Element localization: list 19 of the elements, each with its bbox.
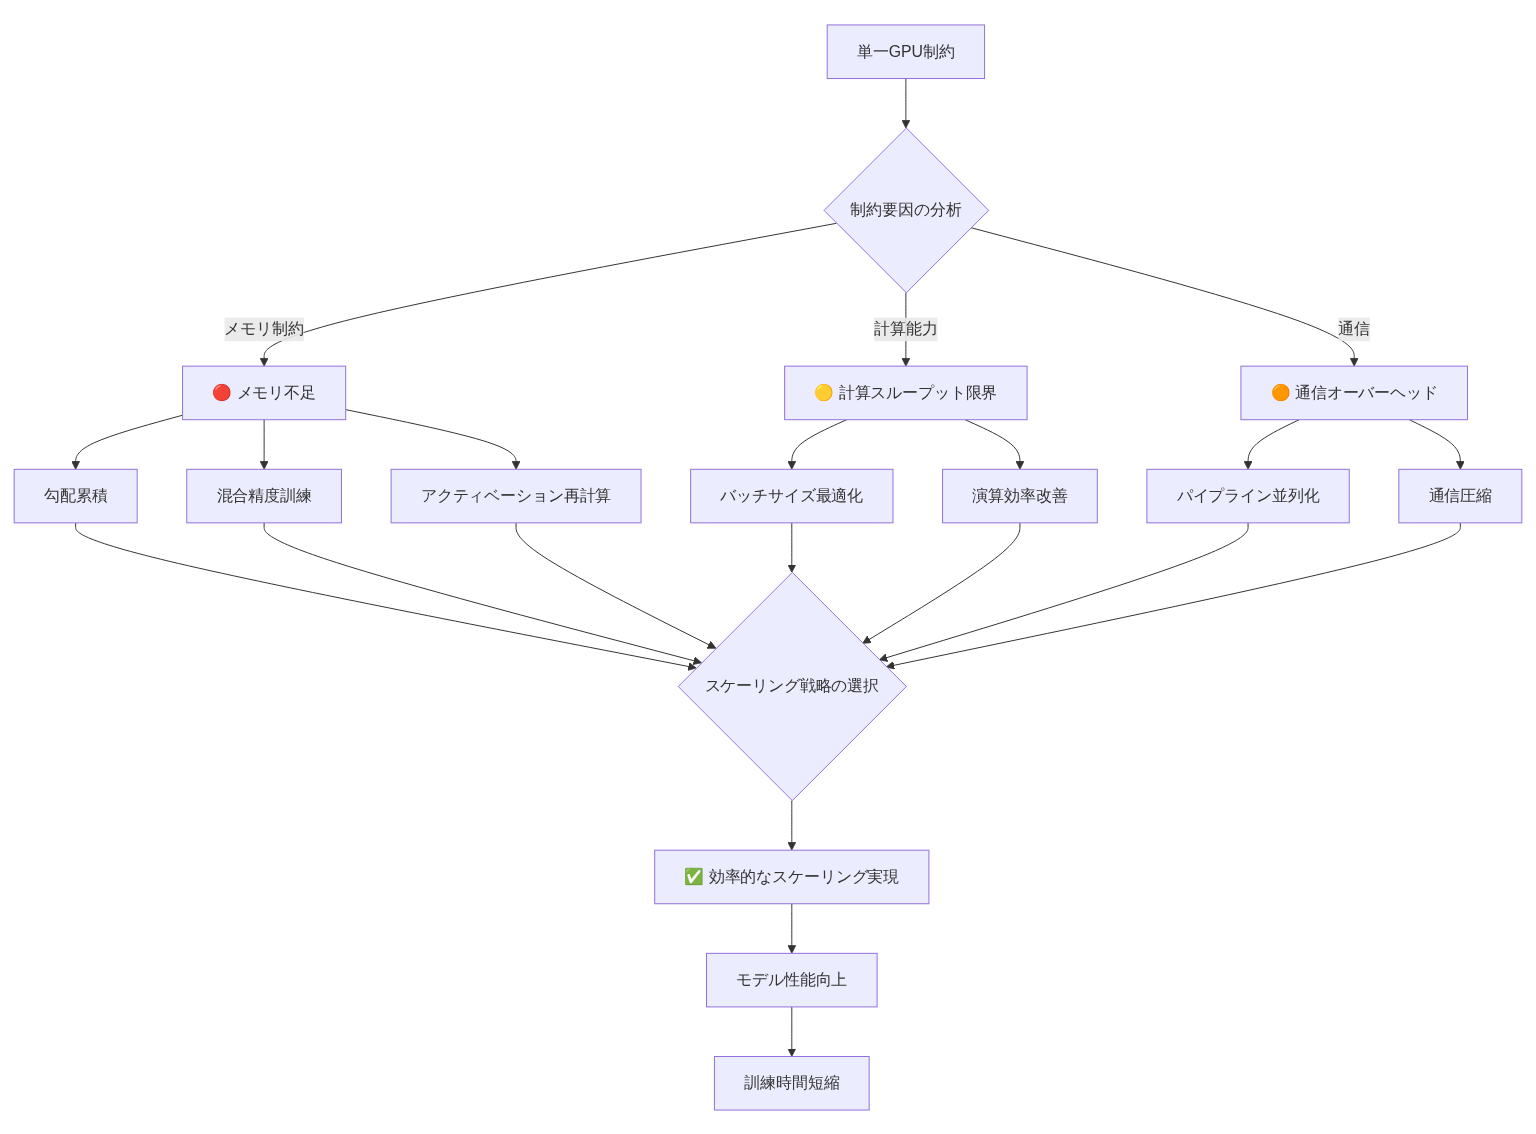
node-box: 演算効率改善 [942,468,1098,523]
node-diamond: スケーリング戦略の選択 [677,571,907,801]
node-box: バッチサイズ最適化 [690,468,894,523]
node-box: アクティベーション再計算 [390,468,642,523]
edge-label: 通信 [1338,320,1371,337]
node-box: 訓練時間短縮 [713,1055,870,1111]
node-diamond: 制約要因の分析 [823,127,990,293]
node-box: パイプライン並列化 [1146,468,1350,523]
node-box: 単一GPU制約 [826,23,986,79]
node-box: 🔴 メモリ不足 [182,365,347,420]
node-box: ✅ 効率的なスケーリング実現 [654,849,930,904]
node-box: 混合精度訓練 [186,468,342,523]
node-box: 通信圧縮 [1398,468,1523,523]
edge-label: 計算能力 [874,320,938,337]
node-box: 🟠 通信オーバーヘッド [1240,365,1468,420]
node-box: 🟡 計算スループット限界 [784,365,1028,420]
node-box: モデル性能向上 [706,952,878,1007]
node-box: 勾配累積 [13,468,138,523]
edge-label: メモリ制約 [224,320,304,337]
